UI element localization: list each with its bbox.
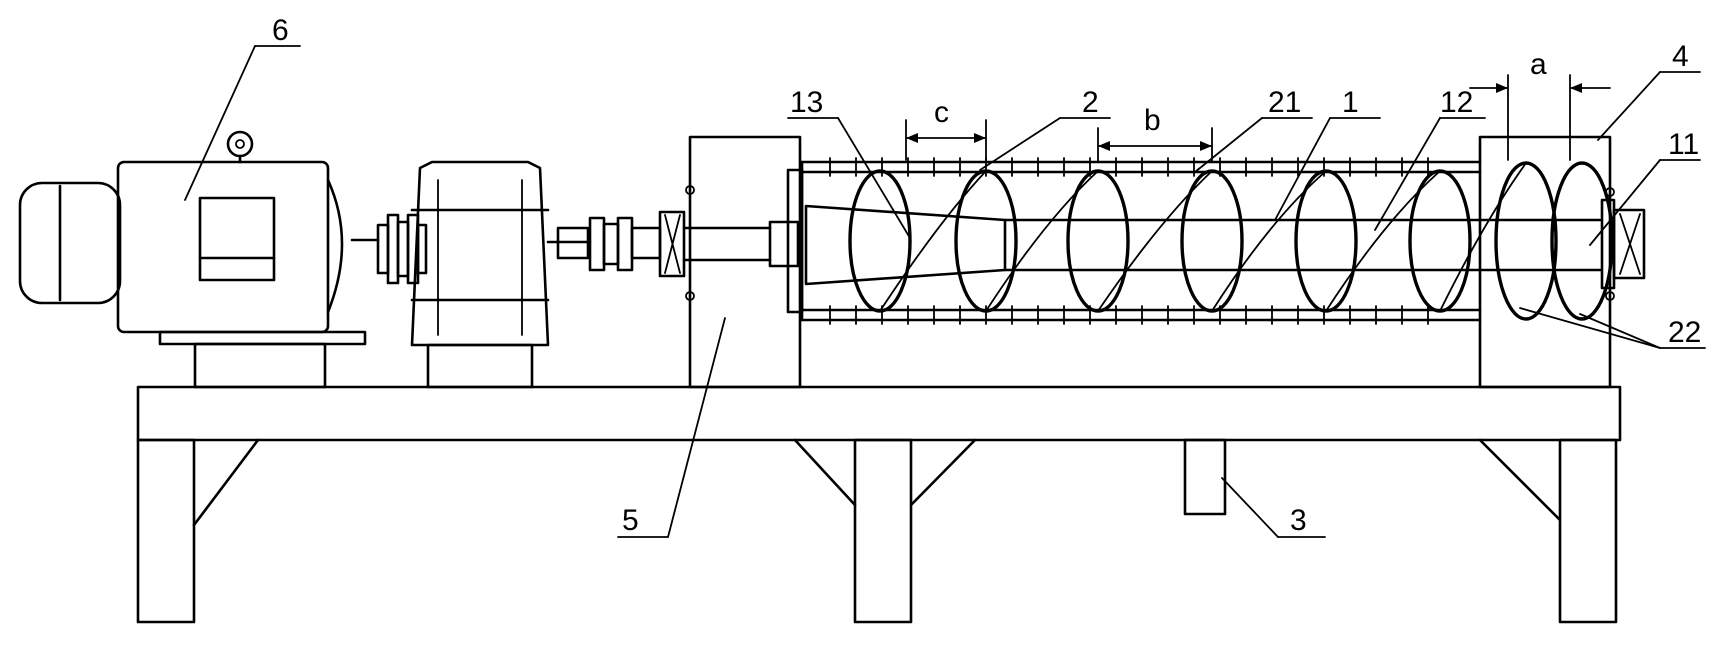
label-press-cylinder: 2 — [1082, 86, 1099, 119]
feed-hopper — [1478, 135, 1646, 389]
dimension-b — [1097, 127, 1213, 163]
dim-label-a: a — [1530, 48, 1547, 81]
press-cylinder — [800, 157, 1482, 325]
label-motor: 6 — [272, 14, 289, 47]
gearbox — [410, 160, 550, 389]
coupling — [546, 210, 686, 278]
base-frame — [136, 385, 1622, 624]
screw-shaft — [1003, 218, 1602, 272]
label-screw-shaft: 1 — [1342, 86, 1359, 119]
dimension-a — [1469, 74, 1611, 161]
label-cone-section: 13 — [790, 86, 823, 119]
bearing-box — [682, 135, 804, 389]
label-drain: 3 — [1290, 504, 1307, 537]
label-feed-hopper: 4 — [1672, 40, 1689, 73]
pulley — [350, 213, 428, 285]
label-pressure-drum: 21 — [1268, 86, 1301, 119]
label-bearing-box: 5 — [622, 504, 639, 537]
label-feed-end-shaft: 11 — [1668, 128, 1699, 161]
bolt-row-bottom — [829, 305, 1429, 325]
dim-label-c: c — [934, 96, 949, 129]
dimension-c — [905, 119, 987, 161]
motor — [18, 130, 367, 389]
screw-flights — [848, 161, 1614, 321]
leader-lines — [184, 45, 1706, 538]
label-screw-section: 12 — [1440, 86, 1473, 119]
label-inlet-pipes: 22 — [1668, 316, 1701, 349]
dim-label-b: b — [1144, 104, 1161, 137]
